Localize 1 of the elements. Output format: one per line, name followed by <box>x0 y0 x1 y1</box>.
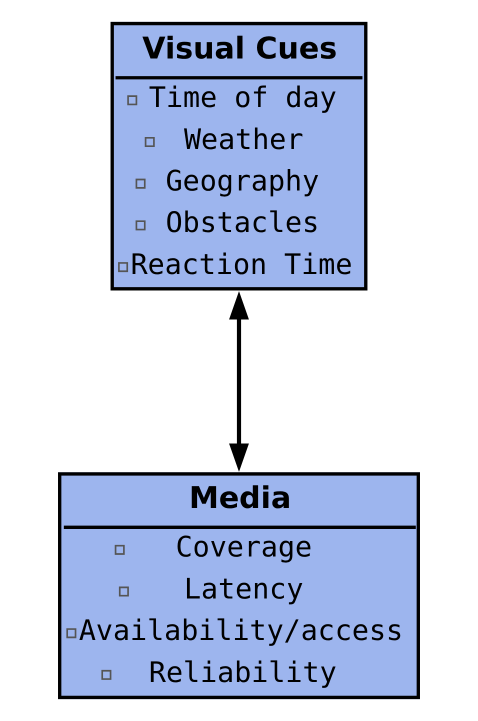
arrow <box>229 291 249 472</box>
